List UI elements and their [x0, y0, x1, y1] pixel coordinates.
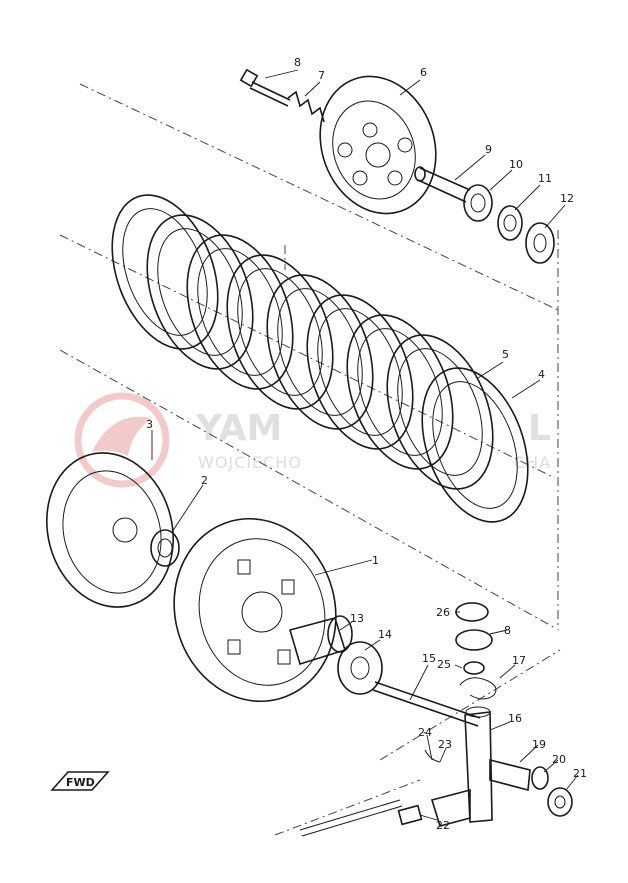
callout-leaders: [151, 69, 579, 821]
callout-9: 9: [485, 143, 492, 156]
callout-14: 14: [378, 628, 392, 641]
callout-5: 5: [502, 348, 509, 361]
callout-2: 2: [201, 474, 208, 487]
callout-numbers: 6 8 7 9 10 11 12 5 4 3 2 1 13 14 15 16 1…: [146, 56, 587, 832]
callout-12: 12: [560, 192, 574, 205]
callout-4: 4: [538, 368, 545, 381]
watermark-sub-left: WOJCIECHO: [198, 453, 302, 472]
callout-1: 1: [372, 554, 379, 567]
spacer-and-washer: [289, 615, 383, 695]
callout-22: 22: [436, 819, 450, 832]
callout-11: 11: [538, 172, 552, 185]
clutch-plate-stack: [111, 194, 529, 523]
callout-24: 24: [418, 726, 432, 739]
watermark-brand: YAM: [195, 408, 282, 449]
callout-3: 3: [146, 418, 153, 431]
forward-arrow: FWD: [50, 771, 110, 791]
callout-19: 19: [532, 738, 546, 751]
callout-23: 23: [438, 738, 452, 751]
callout-21: 21: [573, 767, 587, 780]
watermark: YAM L WOJCIECHO CHA: [74, 392, 551, 488]
callout-15: 15: [422, 652, 436, 665]
clutch-housing: [173, 517, 337, 703]
clutch-boss: [46, 452, 180, 608]
push-lever-assembly: [299, 602, 573, 837]
fwd-label: FWD: [66, 776, 95, 789]
long-push-rod: [372, 681, 481, 727]
callout-25: 25: [437, 658, 451, 671]
push-rod-parts: [414, 166, 555, 264]
callout-6: 6: [420, 66, 427, 79]
callout-13: 13: [350, 612, 364, 625]
callout-20: 20: [552, 753, 566, 766]
callout-17: 17: [512, 654, 526, 667]
callout-8-top: 8: [294, 56, 301, 69]
callout-16: 16: [508, 712, 522, 725]
pressure-plate: [319, 75, 437, 215]
callout-7: 7: [318, 69, 325, 82]
watermark-brand-tail: L: [528, 408, 551, 449]
watermark-logo: [74, 392, 170, 488]
assembly-guide-lines: [59, 83, 561, 836]
watermark-sub-right: CHA: [514, 453, 551, 472]
callout-10: 10: [509, 158, 523, 171]
callout-8-bottom: 8: [504, 624, 511, 637]
bolt-and-spring: [239, 68, 325, 123]
callout-26: 26: [436, 606, 450, 619]
